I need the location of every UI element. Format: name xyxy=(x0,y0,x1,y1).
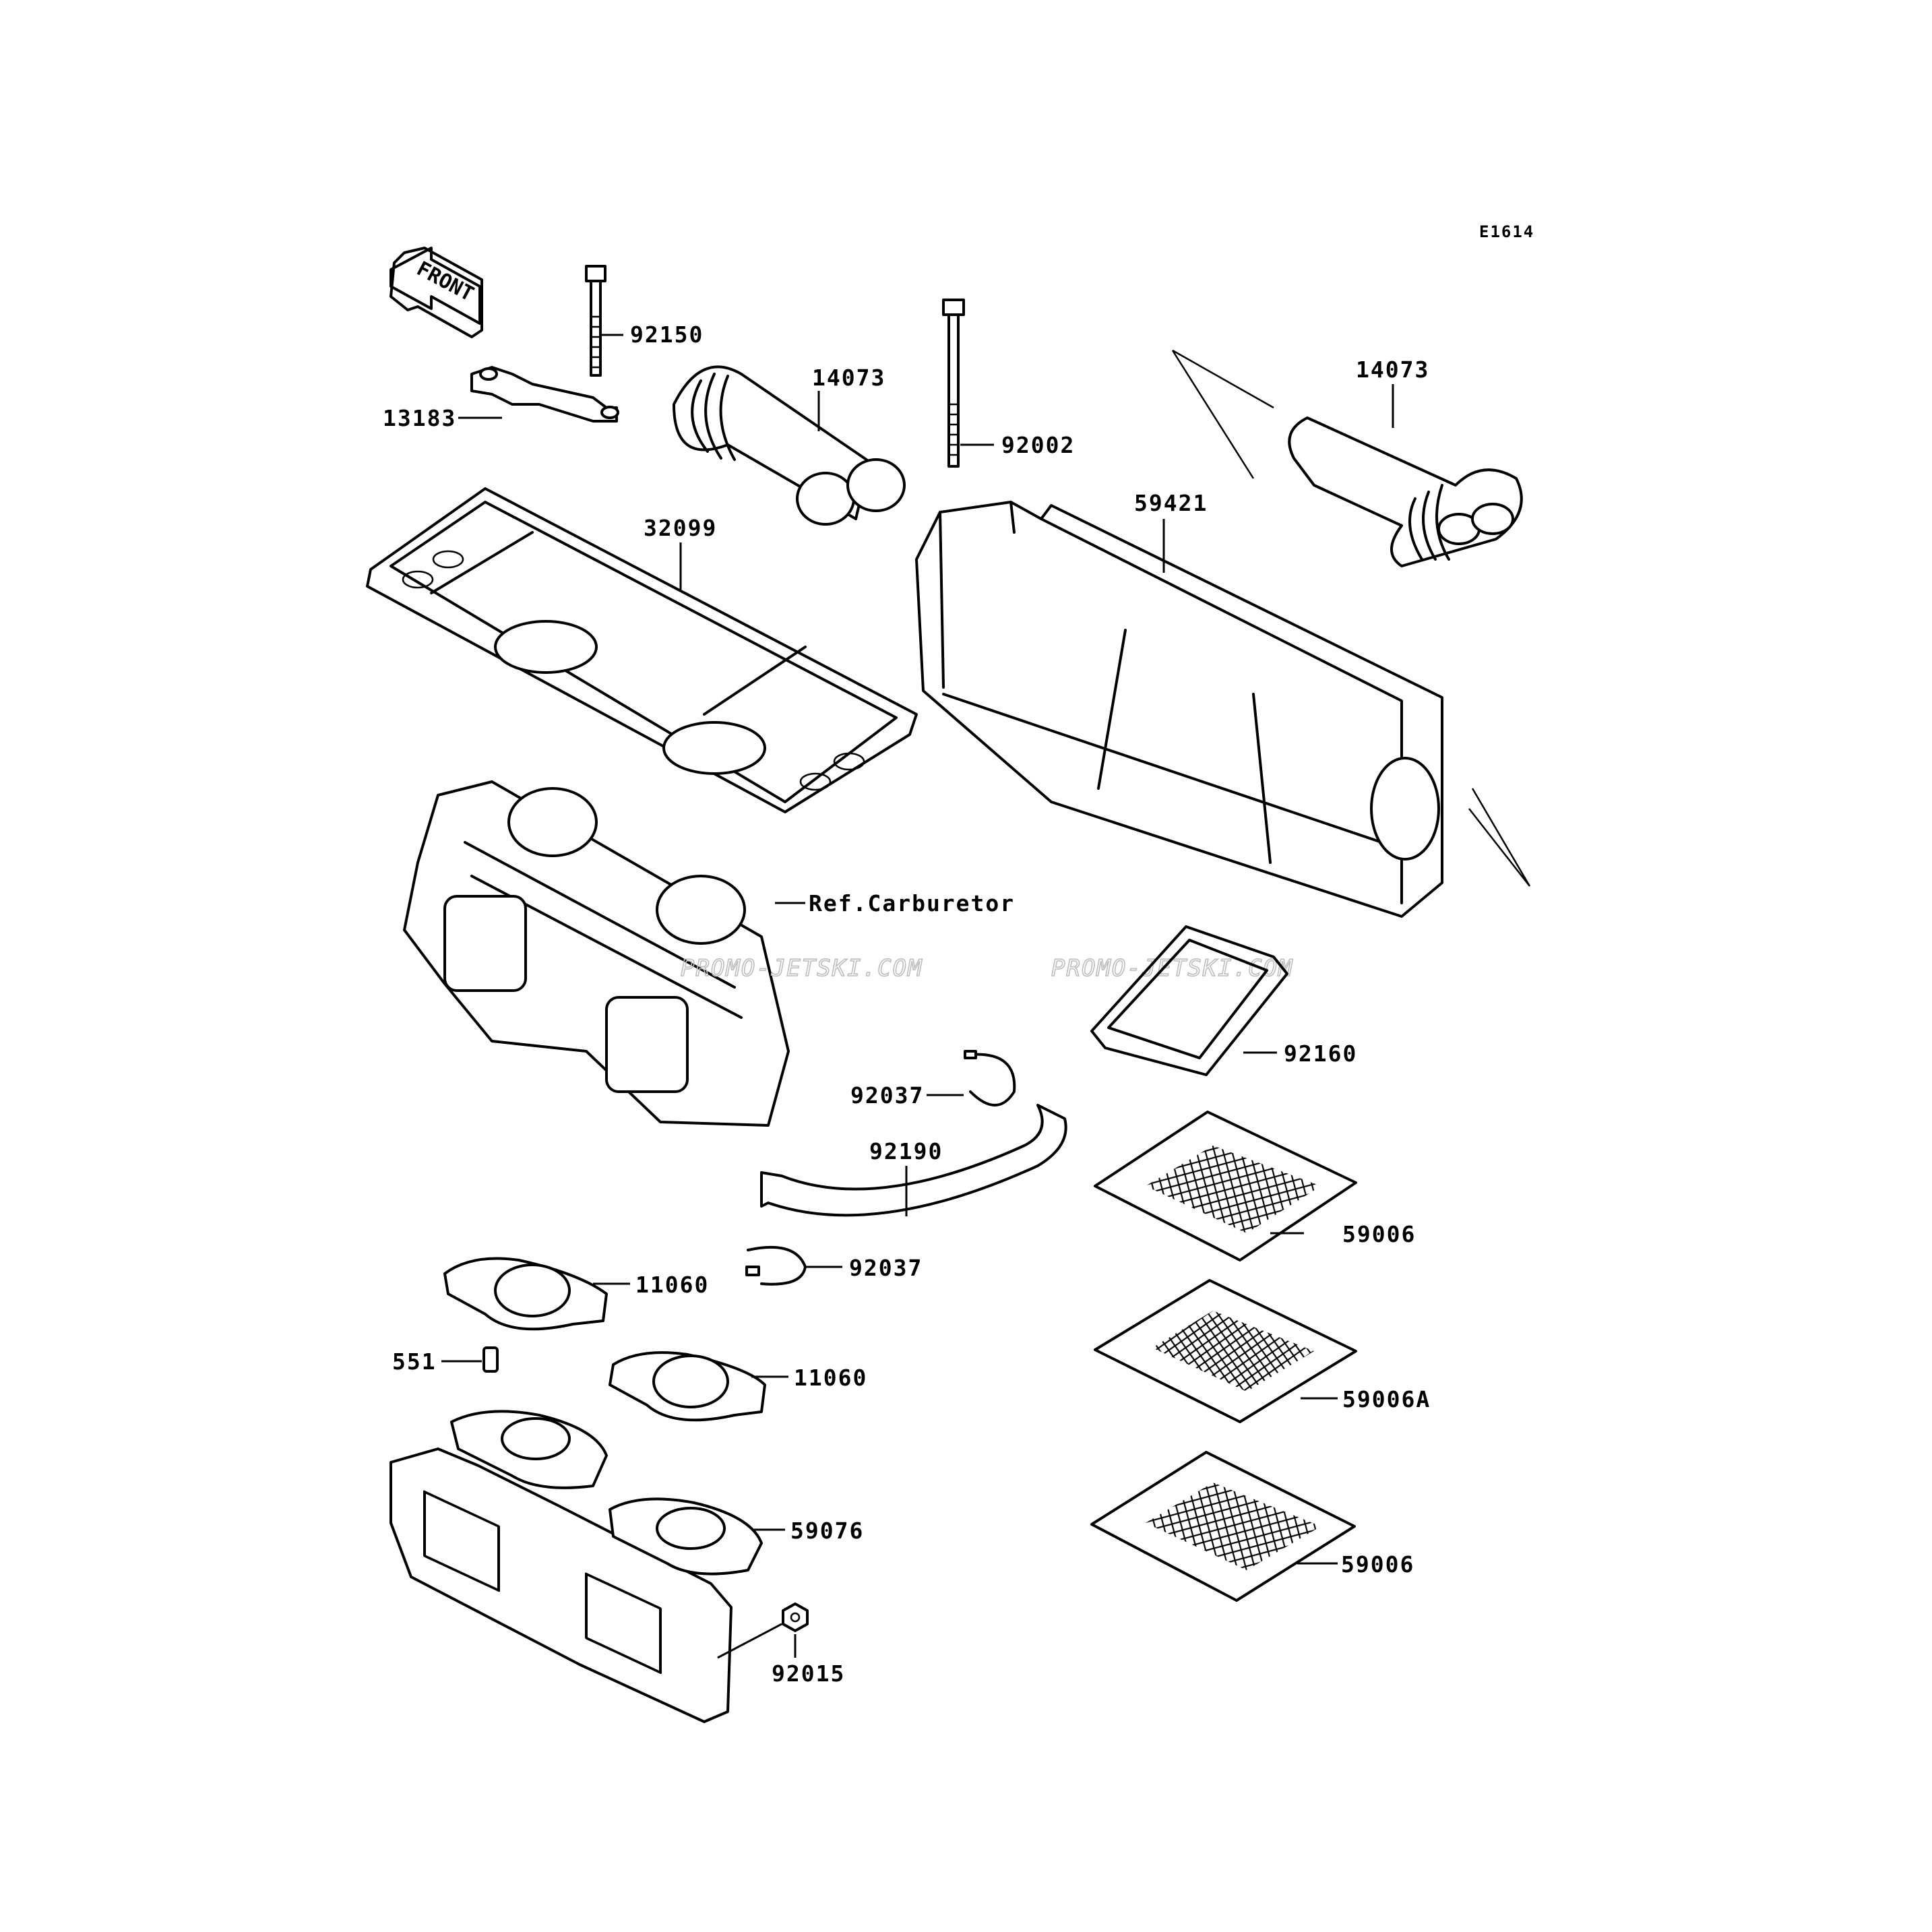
screen-59006a xyxy=(1094,1279,1357,1423)
callout-13183: 13183 xyxy=(383,405,456,431)
bolt-92002 xyxy=(942,299,965,468)
hose-92190 xyxy=(760,1104,1067,1217)
holder-59076 xyxy=(389,1410,763,1723)
callout-92150: 92150 xyxy=(630,321,704,348)
callout-59006-upper: 59006 xyxy=(1342,1221,1416,1247)
callout-59006a: 59006A xyxy=(1342,1386,1431,1412)
gasket-11060-upper xyxy=(443,1257,608,1331)
dowel-551 xyxy=(482,1346,499,1373)
callout-14073-right: 14073 xyxy=(1356,356,1429,383)
seal-92160 xyxy=(1090,925,1288,1076)
callout-11060-upper: 11060 xyxy=(635,1272,709,1298)
screen-59006-lower xyxy=(1090,1451,1356,1602)
callout-92015: 92015 xyxy=(772,1660,845,1687)
case-explode-lines xyxy=(1171,349,1531,887)
watermark: PROMO-JETSKI.COM xyxy=(681,955,923,982)
clamp-92037-lower xyxy=(745,1245,807,1286)
bolt-92150 xyxy=(585,265,606,377)
clamp-92037-upper xyxy=(964,1050,1016,1107)
callout-14073-left: 14073 xyxy=(812,365,885,391)
callout-11060-lower: 11060 xyxy=(794,1365,867,1391)
leader-92015 xyxy=(717,1623,797,1659)
air-case-59421 xyxy=(915,501,1443,918)
duct-14073-left xyxy=(673,365,906,526)
stay-13183 xyxy=(470,366,619,423)
gasket-11060-lower xyxy=(609,1351,766,1422)
callout-92037-lower: 92037 xyxy=(849,1255,923,1281)
base-32099 xyxy=(366,487,918,813)
callout-32099: 32099 xyxy=(644,515,717,541)
callout-ref-carburetor: Ref.Carburetor xyxy=(809,890,1015,916)
callout-59006-lower: 59006 xyxy=(1341,1551,1414,1578)
diagram-code: E1614 xyxy=(1479,222,1534,241)
nut-92015 xyxy=(782,1602,809,1632)
callout-92160: 92160 xyxy=(1284,1040,1357,1067)
screen-59006-upper xyxy=(1094,1111,1357,1261)
duct-14073-right xyxy=(1288,416,1523,567)
callout-551: 551 xyxy=(392,1348,437,1375)
callout-92190: 92190 xyxy=(869,1138,943,1164)
carburetor-reference xyxy=(403,780,790,1127)
callout-92037-upper: 92037 xyxy=(850,1082,924,1109)
callout-59421: 59421 xyxy=(1134,490,1208,516)
front-arrow-icon: FRONT xyxy=(389,247,483,338)
callout-59076: 59076 xyxy=(790,1518,864,1544)
callout-92002: 92002 xyxy=(1001,432,1075,458)
